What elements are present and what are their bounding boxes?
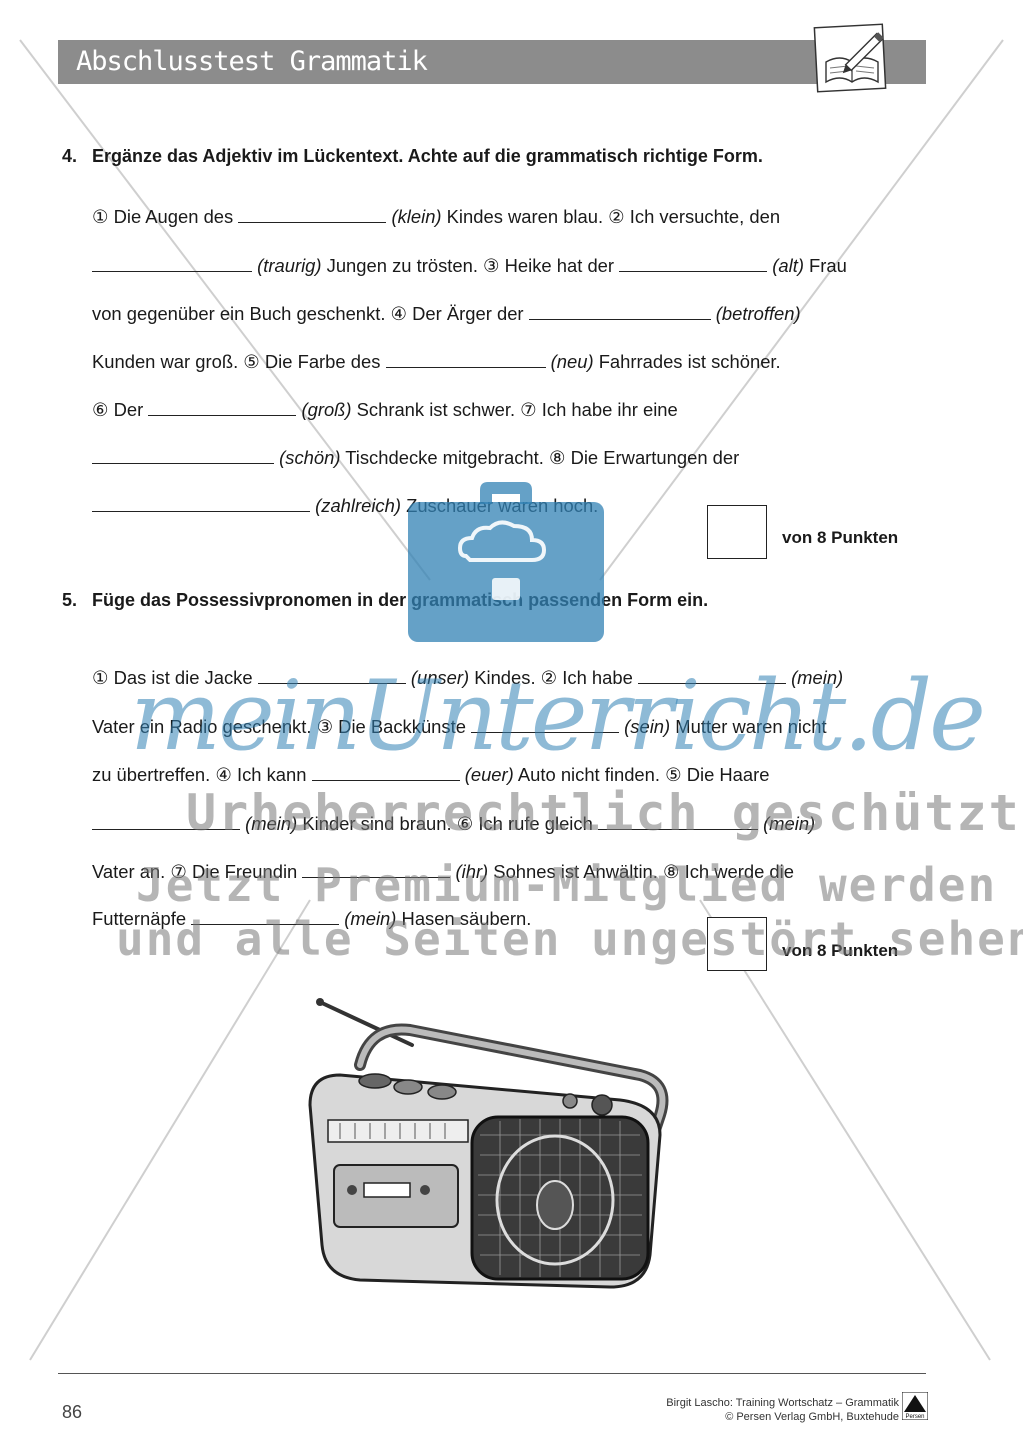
text-segment: Futternäpfe — [92, 908, 192, 929]
text-segment: ① Die Augen des — [92, 206, 239, 227]
radio-illustration — [308, 998, 669, 1289]
answer-blank[interactable] — [148, 399, 297, 416]
credit-line-2: © Persen Verlag GmbH, Buxtehude — [725, 1411, 899, 1423]
answer-blank[interactable] — [302, 861, 451, 878]
text-segment: ⑥ Der — [92, 399, 149, 420]
task-4-line-4: Kunden war groß. ⑤ Die Farbe des (neu) F… — [92, 351, 781, 373]
text-segment: Kinder sind braun. ⑥ Ich rufe gleich — [297, 813, 598, 834]
text-segment: Tischdecke mitgebracht. ⑧ Die Erwartunge… — [340, 447, 740, 468]
text-segment: Kunden war groß. ⑤ Die Farbe des — [92, 351, 386, 372]
answer-blank[interactable] — [92, 447, 274, 464]
task-5-heading: 5. Füge das Possessivpronomen in der gram… — [62, 590, 708, 611]
answer-blank[interactable] — [597, 813, 758, 830]
text-segment: Sohnes ist Anwältin. ⑧ Ich werde die — [488, 861, 794, 882]
answer-blank[interactable] — [619, 255, 768, 272]
hint-word: (mein) — [344, 908, 397, 929]
text-segment: von gegenüber ein Buch geschenkt. ④ Der … — [92, 303, 529, 324]
answer-blank[interactable] — [385, 351, 546, 368]
task-4-instruction: Ergänze das Adjektiv im Lückentext. Acht… — [92, 146, 763, 166]
task-5-line-5: Vater an. ⑦ Die Freundin (ihr) Sohnes is… — [92, 861, 794, 883]
text-segment: Hasen säubern. — [396, 908, 532, 929]
task-4-number: 4. — [62, 146, 78, 166]
text-segment: Jungen zu trösten. ③ Heike hat der — [321, 255, 620, 276]
watermark-line-1: Urheberrechtlich geschützt — [186, 784, 1021, 842]
text-segment: Mutter waren nicht — [670, 716, 827, 737]
task-5-instruction: Füge das Possessivpronomen in der gramma… — [92, 590, 709, 610]
briefcase-watermark-icon — [408, 482, 604, 642]
hint-word: (sein) — [624, 716, 671, 737]
hint-word: (mein) — [763, 813, 816, 834]
hint-word: (alt) — [772, 255, 804, 276]
watermark-line-3: und alle Seiten ungestört sehen! — [116, 912, 1023, 966]
svg-text:Persen: Persen — [905, 1414, 924, 1420]
task-5-line-3: zu übertreffen. ④ Ich kann (euer) Auto n… — [92, 764, 770, 786]
footer-credit: Birgit Lascho: Training Wortschatz – Gra… — [666, 1396, 899, 1424]
hint-word: (ihr) — [455, 861, 489, 882]
hint-word: (zahlreich) — [315, 495, 401, 516]
task-5-score-label: von 8 Punkten — [782, 941, 899, 960]
page-number: 86 — [62, 1402, 83, 1422]
text-segment: Frau — [803, 255, 847, 276]
answer-blank[interactable] — [92, 255, 252, 272]
task-5-line-1: ① Das ist die Jacke (unser) Kindes. ② Ic… — [92, 667, 843, 689]
hint-word: (klein) — [391, 206, 442, 227]
task-5-line-4: (mein) Kinder sind braun. ⑥ Ich rufe gle… — [92, 813, 815, 835]
hint-word: (mein) — [245, 813, 298, 834]
hint-word: (traurig) — [257, 255, 322, 276]
task-4-score-label: von 8 Punkten — [782, 528, 899, 547]
hint-word: (neu) — [550, 351, 594, 372]
answer-blank[interactable] — [92, 495, 310, 512]
answer-blank[interactable] — [191, 908, 340, 925]
watermark-brand: meinUnterricht.de — [130, 660, 986, 772]
hint-word: (euer) — [464, 764, 514, 785]
hint-word: (schön) — [279, 447, 341, 468]
hint-word: (mein) — [791, 667, 844, 688]
header-bar — [58, 40, 926, 84]
answer-blank[interactable] — [471, 716, 620, 733]
text-segment: Kindes. ② Ich habe — [469, 667, 638, 688]
text-segment: Kindes waren blau. ② Ich versuchte, den — [441, 206, 781, 227]
hint-word: (unser) — [410, 667, 470, 688]
task-4-line-3: von gegenüber ein Buch geschenkt. ④ Der … — [92, 303, 801, 325]
text-segment: Schrank ist schwer. ⑦ Ich habe ihr eine — [351, 399, 678, 420]
persen-logo-icon: Persen — [902, 1392, 928, 1420]
task-5-score-box[interactable] — [707, 917, 767, 971]
answer-blank[interactable] — [528, 303, 711, 320]
book-pencil-icon — [813, 23, 887, 93]
text-segment: Auto nicht finden. ⑤ Die Haare — [513, 764, 770, 785]
task-5-number: 5. — [62, 590, 78, 610]
hint-word: (groß) — [301, 399, 352, 420]
watermark-line-2: Jetzt Premium-Mitglied werden — [136, 858, 998, 912]
answer-blank[interactable] — [238, 206, 387, 223]
answer-blank[interactable] — [257, 667, 406, 684]
text-segment: Vater an. ⑦ Die Freundin — [92, 861, 303, 882]
page-title: Abschlusstest Grammatik — [76, 46, 428, 77]
task-5-line-6: Futternäpfe (mein) Hasen säubern. — [92, 908, 531, 930]
text-segment: Vater ein Radio geschenkt. ③ Die Backkün… — [92, 716, 472, 737]
task-4-line-2: (traurig) Jungen zu trösten. ③ Heike hat… — [92, 255, 847, 277]
task-5-line-2: Vater ein Radio geschenkt. ③ Die Backkün… — [92, 716, 827, 738]
text-segment: zu übertreffen. ④ Ich kann — [92, 764, 312, 785]
task-4-line-1: ① Die Augen des (klein) Kindes waren bla… — [92, 206, 780, 228]
credit-line-1: Birgit Lascho: Training Wortschatz – Gra… — [666, 1397, 899, 1409]
answer-blank[interactable] — [92, 813, 240, 830]
text-segment: Fahrrades ist schöner. — [593, 351, 781, 372]
hint-word: (betroffen) — [715, 303, 801, 324]
text-segment: ① Das ist die Jacke — [92, 667, 258, 688]
answer-blank[interactable] — [311, 764, 460, 781]
answer-blank[interactable] — [637, 667, 786, 684]
task-4-line-6: (schön) Tischdecke mitgebracht. ⑧ Die Er… — [92, 447, 739, 469]
task-4-line-5: ⑥ Der (groß) Schrank ist schwer. ⑦ Ich h… — [92, 399, 678, 421]
task-4-score-box[interactable] — [707, 505, 767, 559]
footer-rule — [58, 1373, 926, 1374]
task-4-heading: 4. Ergänze das Adjektiv im Lückentext. Ac… — [62, 146, 763, 167]
